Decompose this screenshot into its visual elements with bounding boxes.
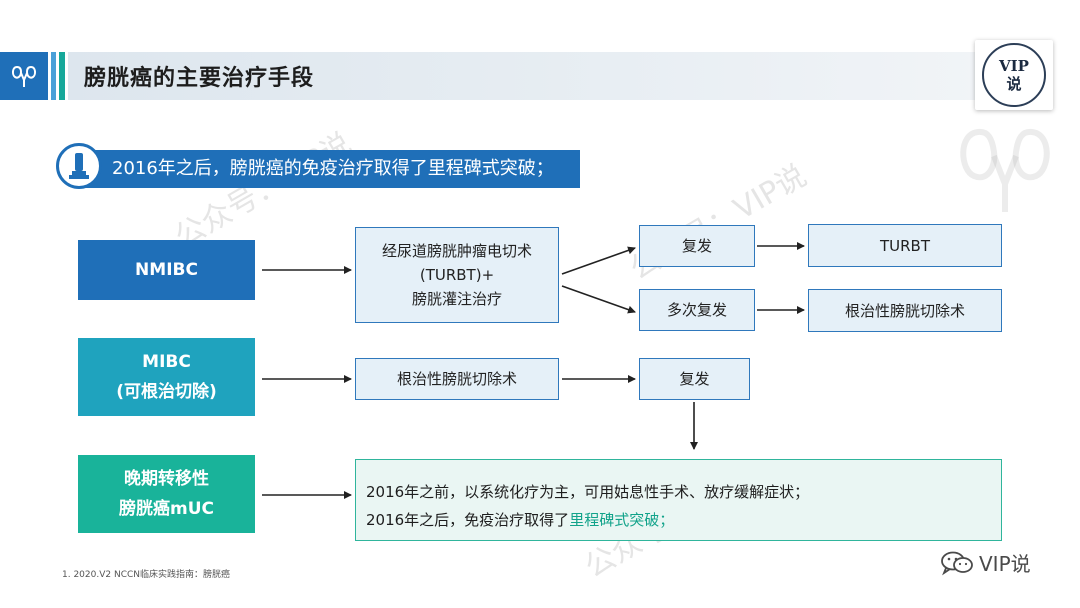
note-line-2-text: 2016年之后，免疫治疗取得了	[366, 511, 570, 529]
category-muc-label: 晚期转移性	[124, 469, 209, 489]
header-logo	[0, 52, 48, 100]
box-multiple-relapse: 多次复发	[639, 289, 755, 331]
category-muc: 晚期转移性 膀胱癌mUC	[78, 455, 255, 533]
arrow-turbt-tx-to-relapse	[561, 246, 636, 275]
box-text: 多次复发	[666, 301, 727, 319]
vip-badge: VIP 说	[975, 40, 1053, 110]
note-line-2: 2016年之后，免疫治疗取得了里程碑式突破；	[366, 506, 1001, 534]
box-text: 膀胱灌注治疗	[411, 290, 502, 308]
header-stripe	[59, 52, 65, 100]
category-mibc: MIBC (可根治切除)	[78, 338, 255, 416]
category-nmibc: NMIBC	[78, 240, 255, 300]
intro-banner: 2016年之后，膀胱癌的免疫治疗取得了里程碑式突破；	[78, 150, 580, 188]
box-text: 经尿道膀胱肿瘤电切术	[381, 242, 532, 260]
box-relapse: 复发	[639, 225, 755, 267]
wechat-icon	[941, 551, 973, 575]
arrow-turbt-tx-to-multi	[561, 285, 636, 314]
box-relapse-mibc: 复发	[639, 358, 750, 400]
category-muc-sublabel: 膀胱癌mUC	[119, 499, 214, 519]
intro-icon-circle	[56, 143, 102, 189]
kidney-watermark-icon	[960, 128, 1050, 212]
box-radical-cystectomy: 根治性膀胱切除术	[808, 289, 1002, 332]
header-stripe	[51, 52, 56, 100]
category-mibc-label: MIBC	[142, 352, 191, 372]
box-turbt: TURBT	[808, 224, 1002, 267]
header-band	[68, 52, 980, 100]
muc-note-box: 2016年之前，以系统化疗为主，可用姑息性手术、放疗缓解症状； 2016年之后，…	[355, 459, 1002, 541]
box-radical-cystectomy-mibc: 根治性膀胱切除术	[355, 358, 559, 400]
box-text: 根治性膀胱切除术	[844, 301, 965, 320]
vip-badge-line2: 说	[1006, 75, 1022, 93]
box-text: 复发	[679, 370, 710, 388]
box-text: (TURBT)+	[419, 266, 495, 284]
box-turbt-instillation: 经尿道膀胱肿瘤电切术 (TURBT)+ 膀胱灌注治疗	[355, 227, 559, 323]
note-highlight: 里程碑式突破；	[569, 511, 675, 529]
box-text: 复发	[681, 237, 712, 255]
milestone-icon	[69, 153, 89, 179]
vip-badge-line1: VIP	[999, 57, 1029, 75]
kidney-icon	[11, 65, 37, 87]
brand-name: VIP说	[979, 552, 1031, 576]
vip-badge-circle: VIP 说	[982, 43, 1046, 107]
page-title: 膀胱癌的主要治疗手段	[84, 66, 315, 91]
footnote: 1. 2020.V2 NCCN临床实践指南：膀胱癌	[62, 570, 230, 580]
box-text: TURBT	[879, 236, 931, 255]
category-mibc-sublabel: (可根治切除)	[116, 382, 217, 402]
brand-mark: VIP说	[940, 548, 1031, 577]
intro-text: 2016年之后，膀胱癌的免疫治疗取得了里程碑式突破；	[112, 158, 554, 179]
category-nmibc-label: NMIBC	[135, 260, 198, 280]
box-text: 根治性膀胱切除术	[396, 370, 517, 388]
note-line-1: 2016年之前，以系统化疗为主，可用姑息性手术、放疗缓解症状；	[366, 483, 810, 501]
